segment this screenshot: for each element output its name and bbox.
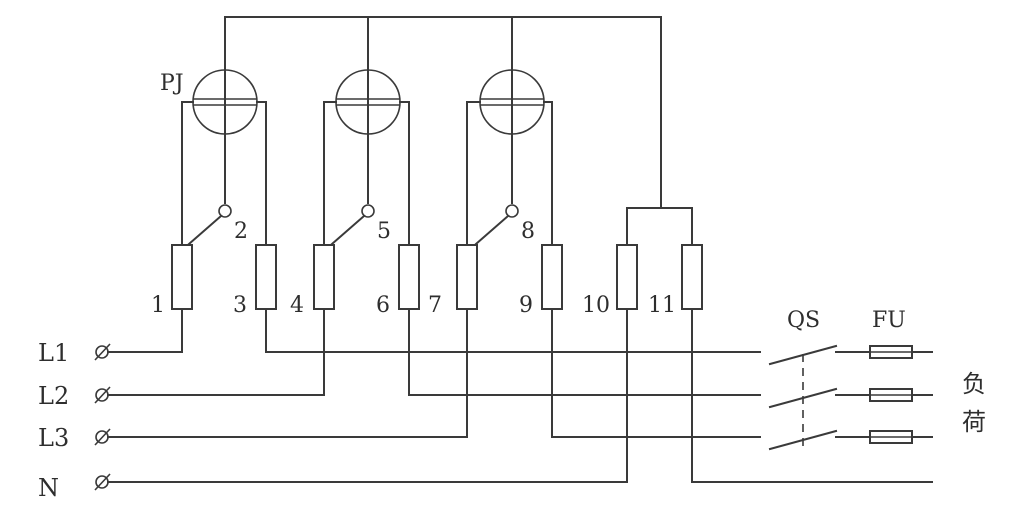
terminal-dot-2: [218, 204, 232, 218]
meter-element-2: [323, 69, 410, 246]
terminal-block-11: [681, 244, 703, 310]
terminal-label-2: 2: [234, 219, 248, 244]
terminal-symbol-l3: [94, 428, 111, 446]
terminal-label-10: 10: [582, 293, 610, 318]
load-label-bottom: 荷: [962, 408, 986, 436]
terminal-symbol-n: [94, 473, 111, 491]
line-label-l1: L1: [38, 339, 69, 367]
terminal-block-6: [398, 244, 420, 310]
terminal-label-3: 3: [233, 293, 247, 318]
terminal-dot-5: [361, 204, 375, 218]
line-label-l2: L2: [38, 382, 69, 410]
switch-qs: [768, 344, 871, 451]
lower-wiring: [107, 308, 933, 483]
terminal-label-9: 9: [519, 293, 533, 318]
fuses-fu: [869, 345, 933, 444]
terminal-label-6: 6: [376, 293, 390, 318]
meter-element-3: [466, 69, 553, 246]
meter-label: PJ: [160, 71, 184, 96]
terminal-label-7: 7: [428, 293, 442, 318]
line-label-l3: L3: [38, 424, 69, 452]
terminal-block-1: [171, 244, 193, 310]
terminal-block-4: [313, 244, 335, 310]
terminal-block-7: [456, 244, 478, 310]
terminal-label-8: 8: [521, 219, 535, 244]
line-label-n: N: [38, 474, 59, 502]
switch-label: QS: [787, 308, 820, 333]
terminal-label-11: 11: [648, 293, 676, 318]
voltage-bus: [224, 16, 693, 246]
terminal-label-4: 4: [290, 293, 304, 318]
terminal-label-5: 5: [377, 219, 391, 244]
meter-element-1: [181, 69, 267, 246]
terminal-block-10: [616, 244, 638, 310]
terminal-label-1: 1: [151, 293, 165, 318]
terminal-symbol-l1: [94, 343, 111, 361]
load-label-top: 负: [962, 370, 986, 398]
input-terminals: [94, 343, 111, 491]
fuse-label: FU: [872, 308, 906, 333]
terminal-symbol-l2: [94, 386, 111, 404]
terminal-dot-8: [505, 204, 519, 218]
terminal-block-3: [255, 244, 277, 310]
terminal-block-9: [541, 244, 563, 310]
